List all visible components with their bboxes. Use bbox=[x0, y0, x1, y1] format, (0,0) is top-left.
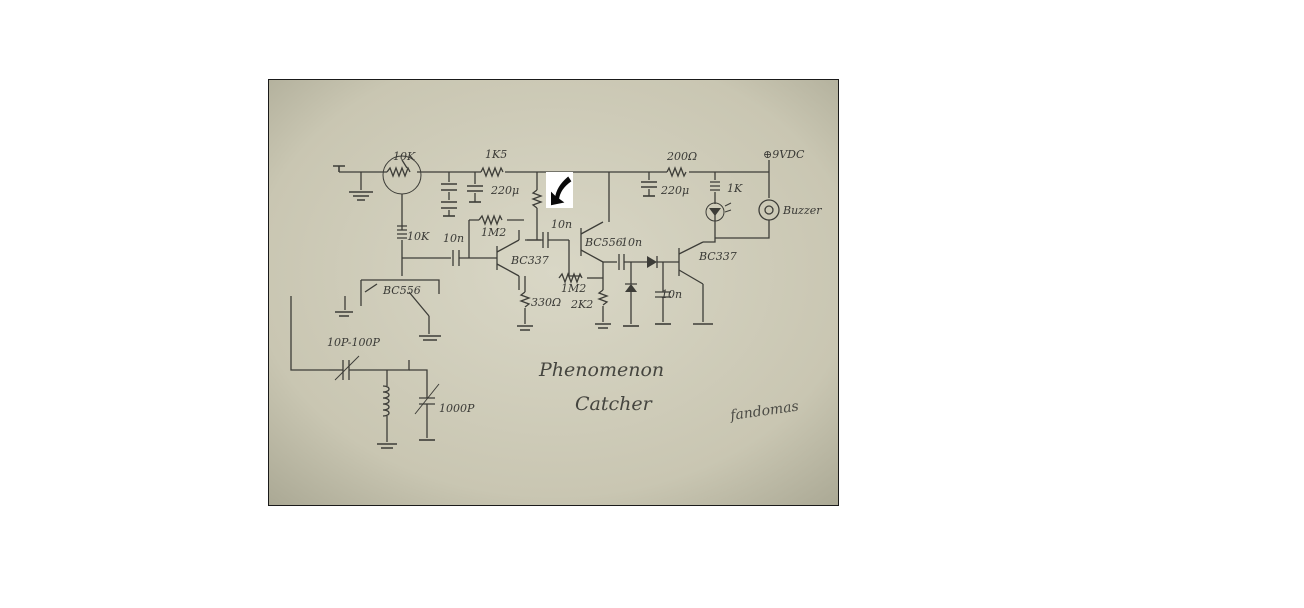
capacitor-10n-c bbox=[603, 254, 647, 270]
label-c-10n-c: 10n bbox=[621, 236, 642, 249]
label-c-220u-a: 220μ bbox=[490, 184, 519, 197]
label-c-10n-a: 10n bbox=[443, 232, 464, 245]
label-supply: ⊕9VDC bbox=[763, 148, 805, 161]
label-c-var: 1000P bbox=[439, 402, 475, 415]
top-rail-wires bbox=[339, 160, 770, 173]
buzzer bbox=[715, 172, 780, 239]
transistor-bc556-b bbox=[335, 258, 441, 341]
drawing-title: Phenomenon Catcher bbox=[538, 359, 664, 415]
title-line-1: Phenomenon bbox=[538, 359, 664, 381]
label-c-trim: 10P-100P bbox=[327, 336, 381, 349]
label-r-10k: 10K bbox=[407, 230, 430, 243]
black-curved-arrow-icon bbox=[546, 172, 573, 208]
collector-resistor bbox=[531, 172, 543, 240]
bypass-capacitors bbox=[441, 172, 457, 217]
variable-capacitor bbox=[409, 369, 440, 441]
label-r-1m2-b: 1M2 bbox=[561, 282, 586, 295]
capacitor-10n-b bbox=[527, 232, 569, 248]
label-pot-10k: 10K bbox=[393, 150, 416, 163]
resistor-1k bbox=[710, 172, 720, 204]
capacitor-220u-b bbox=[641, 172, 657, 197]
coil bbox=[377, 370, 397, 449]
resistor-200 bbox=[666, 166, 687, 178]
antenna bbox=[290, 296, 329, 371]
capacitor-10n-a bbox=[402, 250, 497, 266]
potentiometer-10k bbox=[333, 155, 422, 230]
transistor-bc337-a bbox=[496, 230, 543, 290]
label-r-330: 330Ω bbox=[531, 296, 561, 309]
transistor-bc337-b bbox=[678, 214, 716, 325]
title-line-2: Catcher bbox=[575, 393, 654, 415]
component-labels: 10K 1K5 200Ω ⊕9VDC 220μ 220μ 1K Buzzer 1… bbox=[327, 148, 822, 415]
schematic-drawing: 10K 1K5 200Ω ⊕9VDC 220μ 220μ 1K Buzzer 1… bbox=[269, 80, 838, 505]
resistor-1k5 bbox=[480, 166, 504, 178]
resistor-2k2 bbox=[595, 262, 611, 329]
label-q-bc556-a: BC556 bbox=[584, 236, 623, 249]
label-r-1k: 1K bbox=[727, 182, 743, 195]
label-q-bc337-b: BC337 bbox=[698, 250, 737, 263]
label-r-1m2-a: 1M2 bbox=[481, 226, 506, 239]
resistor-330 bbox=[517, 276, 533, 331]
label-c-220u-b: 220μ bbox=[660, 184, 689, 197]
diodes bbox=[623, 256, 679, 327]
label-c-10n-d: 10n bbox=[661, 288, 682, 301]
resistor-1m2-b bbox=[558, 272, 603, 284]
label-q-bc337-a: BC337 bbox=[510, 254, 549, 267]
label-q-bc556-b: BC556 bbox=[382, 284, 421, 297]
capacitor-220u-a bbox=[467, 172, 483, 203]
capacitor-10n-d bbox=[655, 262, 671, 325]
label-r-2k2: 2K2 bbox=[570, 298, 593, 311]
resistor-1m2-a bbox=[468, 214, 524, 258]
schematic-photo: 10K 1K5 200Ω ⊕9VDC 220μ 220μ 1K Buzzer 1… bbox=[268, 79, 839, 506]
resistor-10k bbox=[397, 225, 407, 258]
label-c-10n-b: 10n bbox=[551, 218, 572, 231]
label-buzzer: Buzzer bbox=[782, 204, 822, 217]
label-r-1k5: 1K5 bbox=[485, 148, 507, 161]
led bbox=[705, 202, 732, 222]
label-r-200: 200Ω bbox=[666, 150, 697, 163]
paper-background bbox=[269, 80, 838, 505]
